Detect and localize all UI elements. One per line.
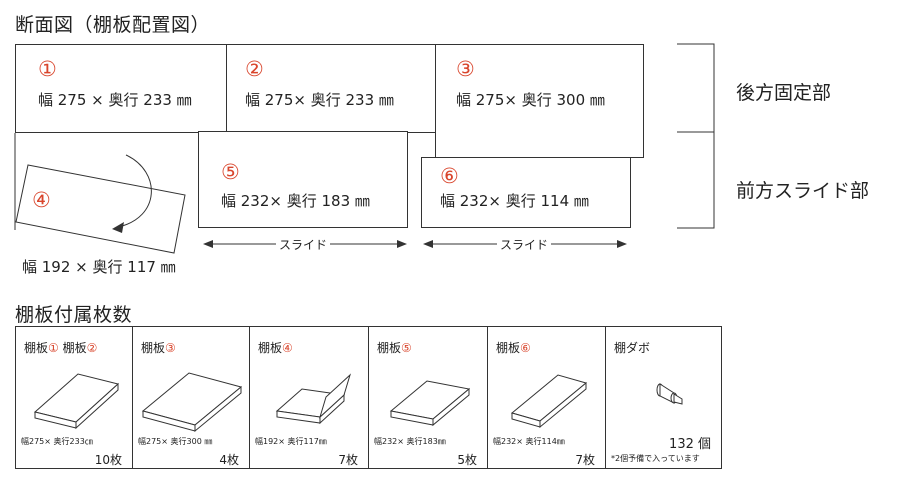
parts-cell-count: 4枚 <box>219 453 239 467</box>
shelf-5: ⑤ 幅 232× 奥行 183 ㎜ <box>198 131 408 228</box>
parts-cell-dimensions: 幅275× 奥行233㎝ <box>21 437 93 446</box>
shelf-pin-icon <box>656 383 683 405</box>
parts-cell-count: 7枚 <box>338 453 358 467</box>
shelf-board-1-2-icon <box>33 373 120 430</box>
front-slide-label: 前方スライド部 <box>736 180 870 202</box>
slide-arrow-1-right-head <box>397 240 407 248</box>
shelf-1-number: ① <box>38 57 57 81</box>
parts-cell-shelf-1-2: 棚板① 棚板② 幅275× 奥行233㎝ 10枚 <box>15 326 133 469</box>
section-title: 断面図（棚板配置図） <box>15 14 211 36</box>
shelf-1-dimensions: 幅 275 × 奥行 233 ㎜ <box>38 91 192 109</box>
parts-cell-count: 132 個 <box>669 437 711 452</box>
parts-cell-label: 棚板⑥ <box>496 341 531 355</box>
shelf-5-dimensions: 幅 232× 奥行 183 ㎜ <box>221 192 370 210</box>
shelf-board-3-icon <box>141 372 243 433</box>
parts-cell-shelf-pins: 棚ダボ 132 個 *2個予備で入っています <box>605 326 722 469</box>
shelf-5-number: ⑤ <box>221 160 240 184</box>
shelf-board-4-icon <box>275 373 352 425</box>
rotation-arrowhead-icon <box>112 222 124 233</box>
shelf-board-5-icon <box>389 380 471 427</box>
shelf-4-dimensions: 幅 192 × 奥行 117 ㎜ <box>22 258 176 276</box>
rear-fixed-bracket <box>677 43 715 133</box>
parts-cell-count: 10枚 <box>94 453 122 467</box>
shelf-3-dimensions: 幅 275× 奥行 300 ㎜ <box>456 91 605 109</box>
parts-title: 棚板付属枚数 <box>15 304 133 326</box>
parts-cell-count: 5枚 <box>457 453 477 467</box>
rotation-arrow-icon <box>117 154 152 228</box>
shelf-4-number: ④ <box>32 188 51 212</box>
slide-arrow-2-right-head <box>617 240 627 248</box>
parts-cell-dimensions: 幅232× 奥行183㎜ <box>374 437 446 446</box>
parts-cell-label: 棚板④ <box>258 341 293 355</box>
slide-arrow-2-left-head <box>423 240 433 248</box>
parts-cell-shelf-3: 棚板③ 幅275× 奥行300 ㎜ 4枚 <box>132 326 250 469</box>
front-slide-bracket <box>677 131 715 229</box>
parts-cell-note: *2個予備で入っています <box>611 454 700 463</box>
parts-cell-dimensions: 幅275× 奥行300 ㎜ <box>138 437 213 446</box>
shelf-board-6-icon <box>510 374 588 429</box>
shelf-6-number: ⑥ <box>440 164 459 188</box>
parts-cell-label: 棚板③ <box>141 341 176 355</box>
slide-label-2: スライド <box>497 236 552 253</box>
parts-cell-label: 棚板⑤ <box>377 341 412 355</box>
slide-label-1: スライド <box>276 236 331 253</box>
parts-cell-label: 棚板① 棚板② <box>24 341 98 355</box>
shelf-6: ⑥ 幅 232× 奥行 114 ㎜ <box>421 157 631 228</box>
shelf-3: ③ 幅 275× 奥行 300 ㎜ <box>435 44 644 158</box>
shelf-4-outline <box>15 164 186 254</box>
shelf-2-number: ② <box>245 57 264 81</box>
diagram-lines <box>14 43 715 254</box>
shelf-6-dimensions: 幅 232× 奥行 114 ㎜ <box>440 192 589 210</box>
slide-arrow-1-left-head <box>203 240 213 248</box>
parts-cell-shelf-5: 棚板⑤ 幅232× 奥行183㎜ 5枚 <box>368 326 488 469</box>
parts-cell-shelf-6: 棚板⑥ 幅232× 奥行114㎜ 7枚 <box>487 326 606 469</box>
shelf-3-number: ③ <box>456 57 475 81</box>
parts-cell-count: 7枚 <box>575 453 595 467</box>
rear-fixed-label: 後方固定部 <box>736 82 832 104</box>
shelf-2-dimensions: 幅 275× 奥行 233 ㎜ <box>245 91 394 109</box>
parts-cell-shelf-4: 棚板④ 幅192× 奥行117㎜ 7枚 <box>249 326 369 469</box>
shelf-2: ② 幅 275× 奥行 233 ㎜ <box>226 44 436 133</box>
parts-cell-label: 棚ダボ <box>614 341 651 355</box>
parts-cell-dimensions: 幅192× 奥行117㎜ <box>255 437 327 446</box>
parts-cell-dimensions: 幅232× 奥行114㎜ <box>493 437 565 446</box>
